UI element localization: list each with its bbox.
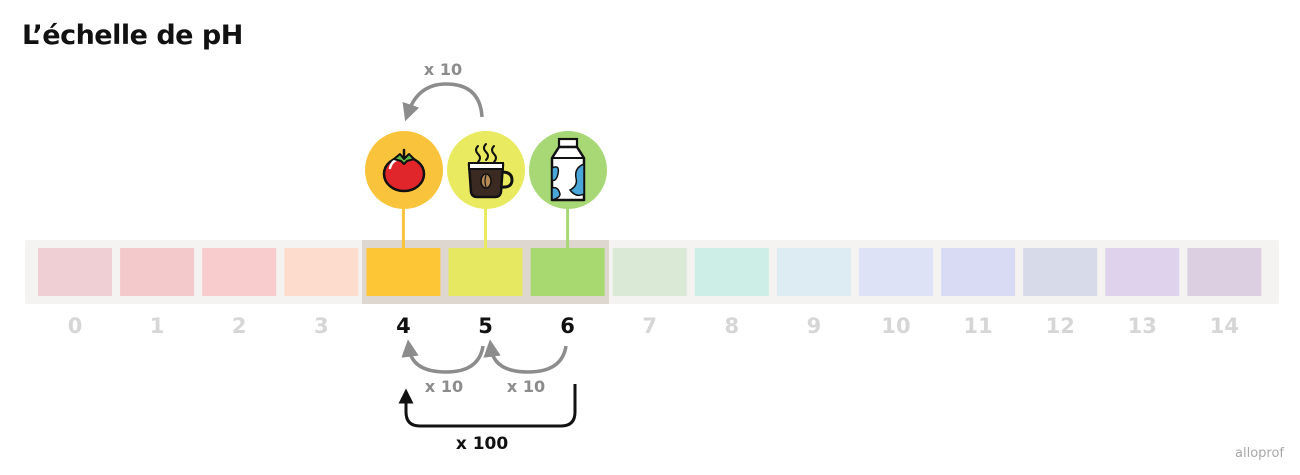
ph-cell-3 (284, 248, 359, 296)
factor-label-6-to-5: x 10 (507, 377, 545, 396)
scale-cells (38, 248, 1262, 296)
ph-cell-9 (776, 248, 851, 296)
ph-number-8: 8 (724, 314, 739, 338)
factor-arrow-6-to-5 (483, 339, 568, 374)
ph-cell-13 (1105, 248, 1180, 296)
ph-cell-6 (530, 248, 605, 296)
coffee-cup-icon (467, 143, 514, 199)
top-factor-label: x 10 (424, 60, 462, 79)
top-factor-arrow (402, 82, 484, 122)
ph-cell-5 (448, 248, 523, 296)
ph-number-14: 14 (1210, 314, 1239, 338)
ph-cell-11 (941, 248, 1016, 296)
ph-number-11: 11 (963, 314, 992, 338)
page-title: L’échelle de pH (22, 20, 243, 51)
factor-arrow-6-to-4 (398, 384, 577, 428)
milk-carton-icon (550, 137, 586, 202)
ph-number-12: 12 (1046, 314, 1075, 338)
tomato-icon (382, 148, 426, 193)
ph-number-3: 3 (314, 314, 329, 338)
ph-number-6: 6 (560, 314, 575, 338)
tomato-item (365, 131, 443, 209)
ph-cell-2 (202, 248, 277, 296)
factor-arrow-5-to-4 (401, 339, 485, 374)
ph-cell-4 (366, 248, 441, 296)
ph-cell-12 (1023, 248, 1098, 296)
ph-cell-8 (694, 248, 769, 296)
ph-cell-0 (38, 248, 112, 296)
ph-number-2: 2 (232, 314, 247, 338)
ph-number-10: 10 (881, 314, 910, 338)
ph-cell-7 (612, 248, 687, 296)
factor-label-6-to-4: x 100 (456, 434, 509, 454)
coffee-item (447, 131, 525, 209)
brand-logo-text: alloprof (1235, 446, 1284, 461)
factor-label-5-to-4: x 10 (425, 377, 463, 396)
ph-number-4: 4 (396, 314, 411, 338)
ph-number-5: 5 (478, 314, 493, 338)
ph-number-0: 0 (68, 314, 83, 338)
item-stems (401, 205, 570, 248)
ph-cell-10 (859, 248, 933, 296)
ph-cell-14 (1187, 248, 1262, 296)
ph-number-7: 7 (642, 314, 657, 338)
ph-cell-1 (120, 248, 195, 296)
ph-number-9: 9 (807, 314, 822, 338)
ph-number-1: 1 (150, 314, 165, 338)
ph-number-13: 13 (1128, 314, 1157, 338)
milk-item (529, 131, 607, 209)
